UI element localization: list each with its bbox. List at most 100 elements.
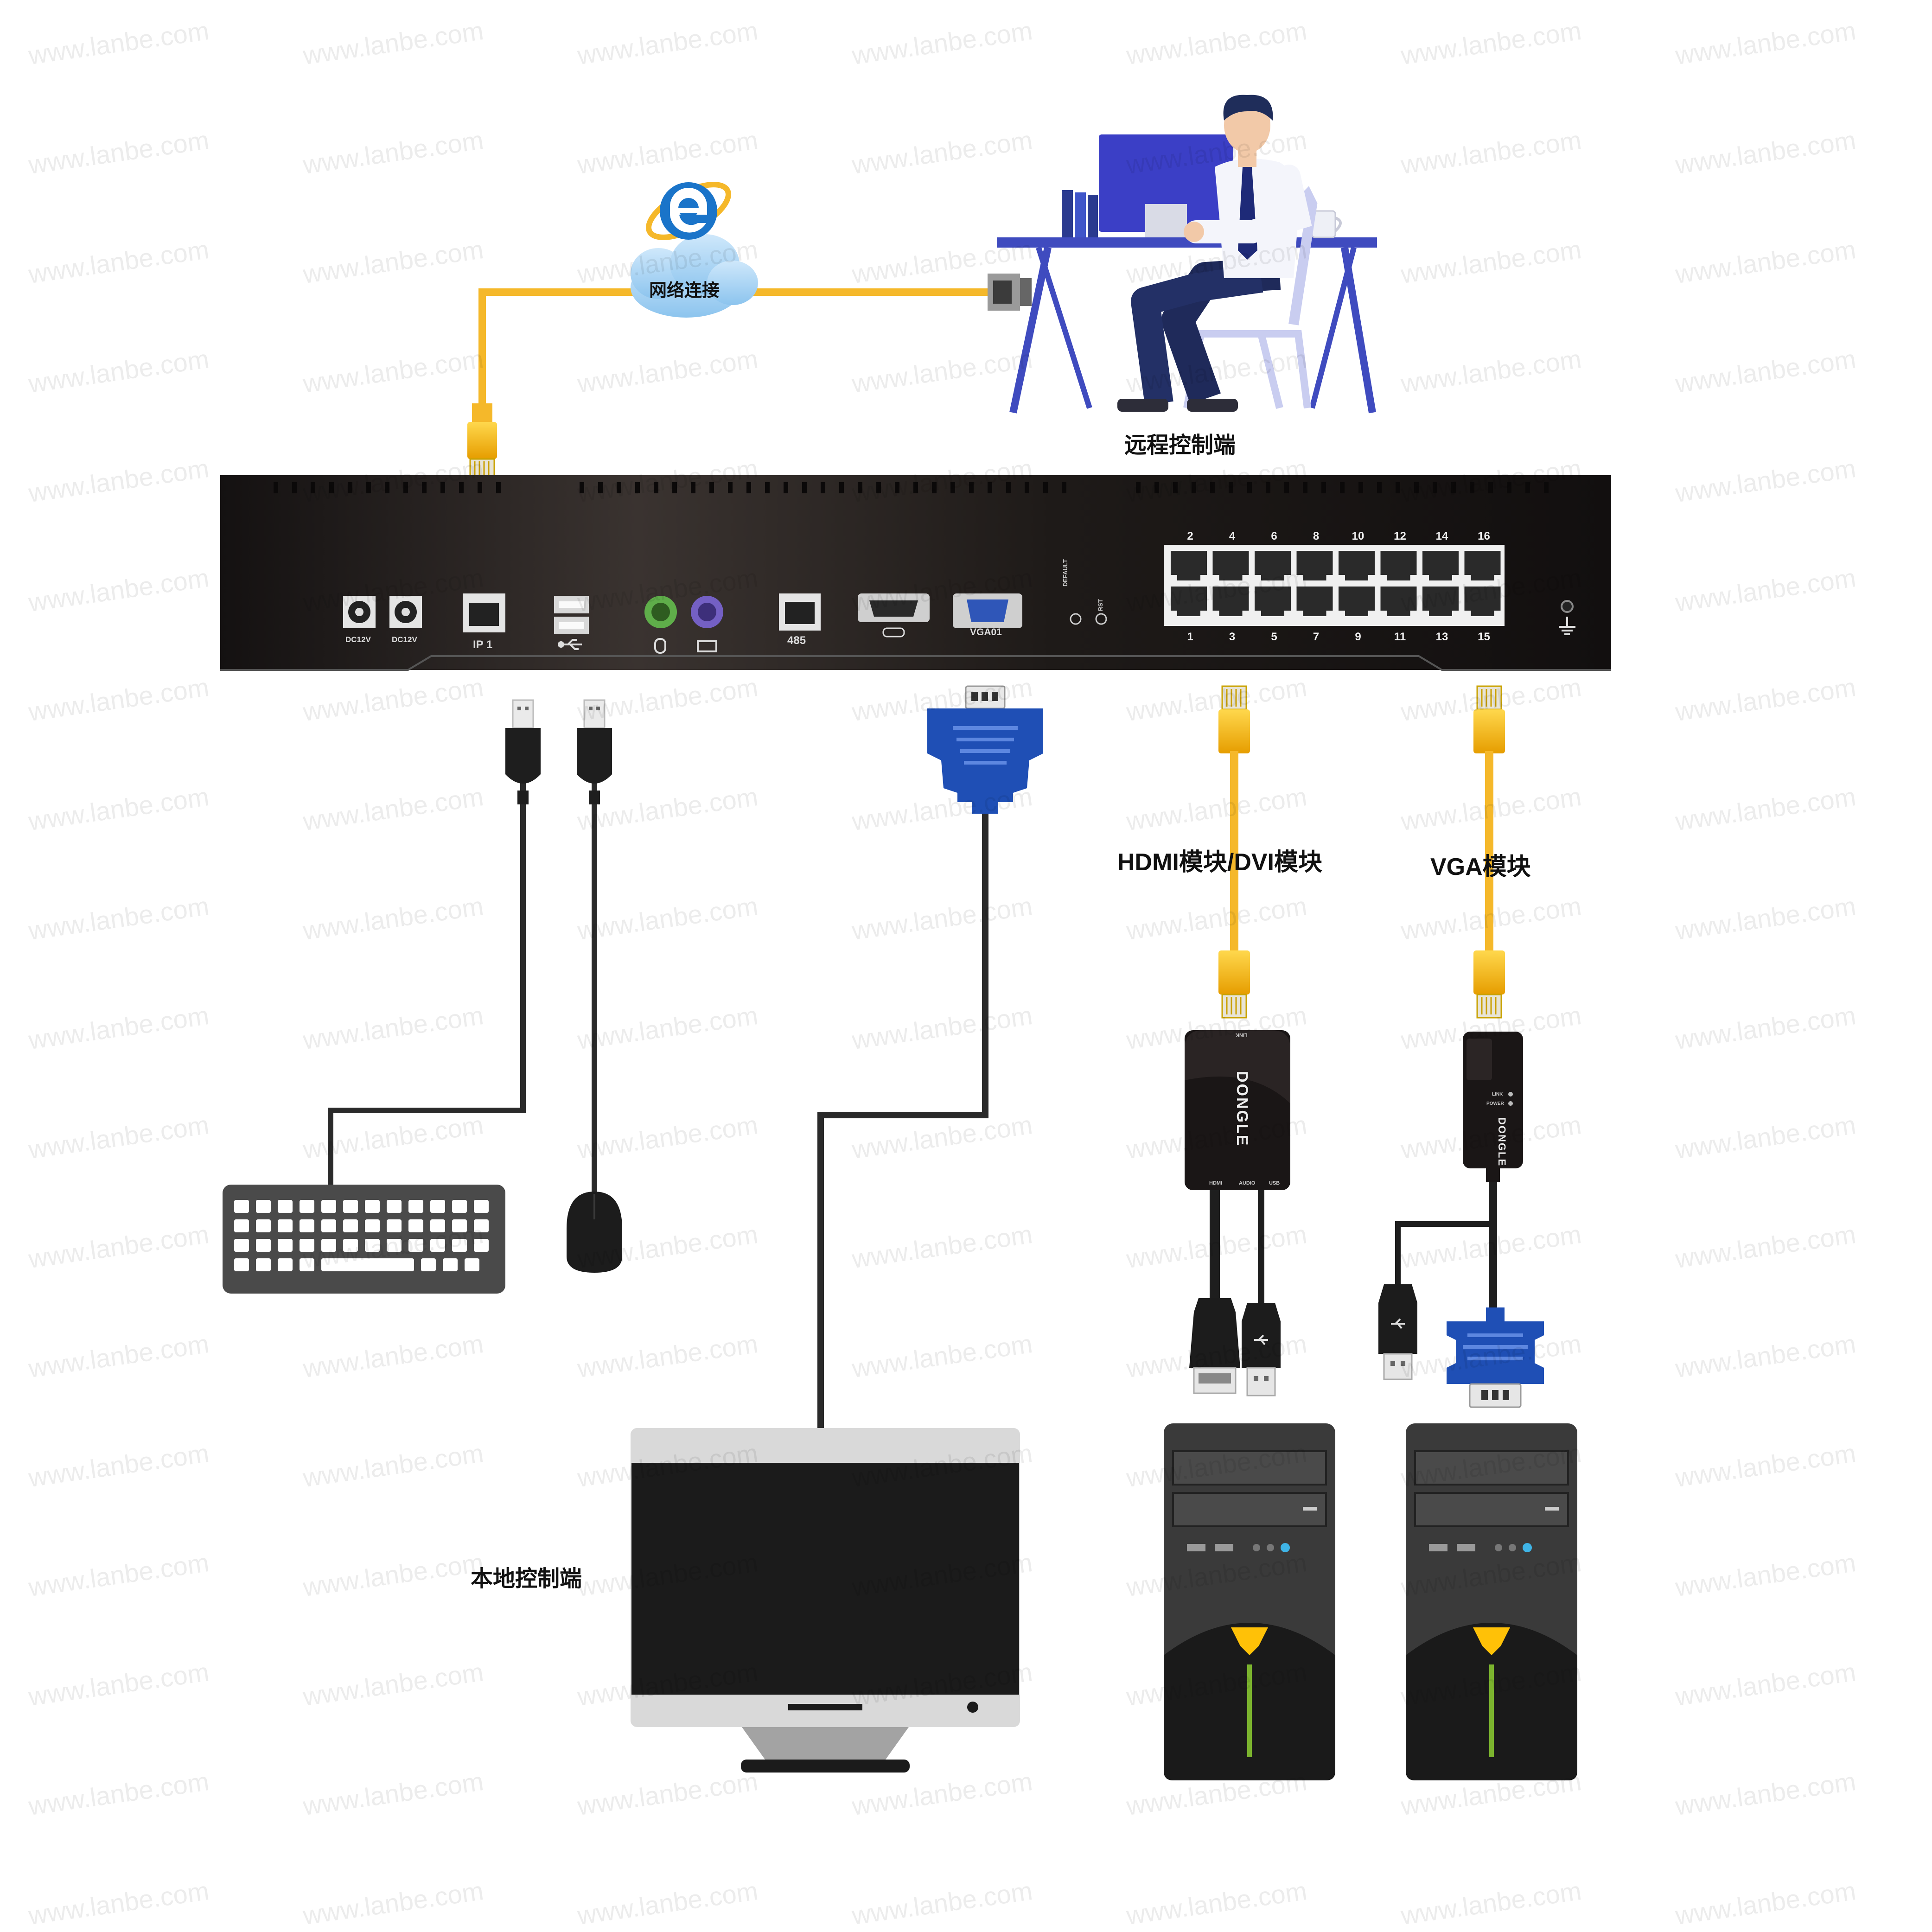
port-number-top: 10 (1352, 530, 1365, 542)
reset-button (1095, 613, 1107, 625)
rj45-port (1422, 551, 1459, 580)
port-number-top: 12 (1394, 530, 1406, 542)
ps2-mouse-icon (654, 638, 666, 654)
keyboard-key (256, 1200, 271, 1213)
keyboard-key (256, 1239, 271, 1252)
keyboard-key (452, 1239, 467, 1252)
pc-tower-icon-vga (1406, 1423, 1577, 1780)
rs485-port-label: 485 (787, 634, 806, 647)
rj45-port (1255, 587, 1291, 616)
rj45-port (1339, 587, 1375, 616)
pc-tower-icon-hdmi (1164, 1423, 1335, 1780)
dc-jack-2-label: DC12V (392, 635, 417, 644)
dc-jack-1-label: DC12V (345, 635, 371, 644)
keyboard-key (256, 1219, 271, 1232)
hdmi-rj45-plug-bottom (1218, 950, 1250, 1019)
hdmi-rj45-plug-top (1218, 685, 1250, 753)
keyboard-key (321, 1200, 336, 1213)
dongle-hdmi-port-audio: AUDIO (1239, 1180, 1256, 1186)
keyboard-key (343, 1219, 358, 1232)
usb-cable-keyboard (328, 779, 526, 1187)
vent-slots-mid (580, 482, 1066, 493)
ip-ethernet-port (463, 593, 505, 632)
keyboard-key (321, 1219, 336, 1232)
serial-db9-port (858, 593, 930, 638)
dongle-vga (1463, 1032, 1523, 1182)
vga-usb-plug (1378, 1284, 1417, 1380)
port-number-top: 8 (1313, 530, 1320, 542)
rs485-port (779, 593, 821, 631)
vga-plug-console (927, 685, 1043, 814)
ps2-keyboard-port (691, 596, 723, 628)
keyboard-spacebar (321, 1258, 414, 1271)
dongle-vga-brand: DONGLE (1496, 1117, 1508, 1167)
port-number-bottom: 3 (1229, 631, 1236, 643)
port-number-bottom: 13 (1435, 631, 1448, 643)
keyboard-key (430, 1200, 445, 1213)
rj45-port (1171, 551, 1207, 580)
keyboard-key (300, 1219, 314, 1232)
monitor-icon (631, 1428, 1020, 1773)
keyboard-key (430, 1239, 445, 1252)
ps2-mouse-port (644, 596, 677, 628)
port-number-top: 4 (1229, 530, 1236, 542)
rj45-port (1339, 551, 1375, 580)
keyboard-key (474, 1200, 489, 1213)
keyboard-key (387, 1239, 402, 1252)
remote-monitor-icon (1099, 134, 1233, 237)
keyboard-key (321, 1239, 336, 1252)
keyboard-key (278, 1219, 293, 1232)
rj45-port (1171, 587, 1207, 616)
keyboard-key (365, 1239, 380, 1252)
dc-power-jack-2 (389, 596, 422, 628)
network-cable (478, 288, 992, 408)
keyboard-key (408, 1200, 423, 1213)
rj45-port (1296, 551, 1333, 580)
hdmi-module-label: HDMI模块/DVI模块 (1117, 849, 1323, 876)
keyboard-key (300, 1200, 314, 1213)
keyboard-key (234, 1219, 249, 1232)
port-number-bottom: 15 (1478, 631, 1490, 643)
keyboard-key (365, 1219, 380, 1232)
port-number-bottom: 11 (1394, 631, 1406, 643)
rj45-port (1255, 551, 1291, 580)
port-number-top: 16 (1478, 530, 1490, 542)
keyboard-icon (223, 1185, 505, 1294)
vga-module-label: VGA模块 (1430, 854, 1531, 880)
keyboard-key (234, 1200, 249, 1213)
keyboard-key (278, 1239, 293, 1252)
keyboard-key (430, 1219, 445, 1232)
local-control-label: 本地控制端 (471, 1567, 582, 1591)
port-number-top: 2 (1187, 530, 1193, 542)
hdmi-plug (1189, 1298, 1240, 1394)
keyboard-key (300, 1239, 314, 1252)
network-wall-jack (988, 274, 1032, 311)
dongle-hdmi-port-hdmi: HDMI (1209, 1180, 1223, 1186)
keyboard-key (474, 1219, 489, 1232)
vent-slots-left (274, 482, 501, 493)
keyboard-key (474, 1239, 489, 1252)
dongle-hdmi (1185, 1030, 1290, 1190)
port-number-top: 14 (1435, 530, 1448, 542)
dongle-vga-link: LINK (1492, 1092, 1503, 1097)
default-button (1070, 613, 1082, 625)
port-number-bottom: 9 (1355, 631, 1361, 643)
keyboard-key (343, 1239, 358, 1252)
keyboard-key (408, 1239, 423, 1252)
ps2-keyboard-icon (697, 640, 717, 652)
rj45-port (1380, 551, 1417, 580)
keyboard-key (256, 1258, 271, 1271)
ie-browser-icon (646, 182, 731, 240)
vga-rj45-plug-top (1473, 685, 1505, 753)
keyboard-key (234, 1258, 249, 1271)
network-rj45-plug (467, 403, 497, 481)
keyboard-key (343, 1200, 358, 1213)
keyboard-key (387, 1200, 402, 1213)
reset-label: RST (1097, 599, 1104, 611)
dc-power-jack-1 (343, 596, 376, 628)
dongle-vga-power: POWER (1486, 1101, 1504, 1106)
dongle-hdmi-brand: DONGLE (1233, 1071, 1251, 1147)
remote-control-label: 远程控制端 (1124, 433, 1236, 458)
